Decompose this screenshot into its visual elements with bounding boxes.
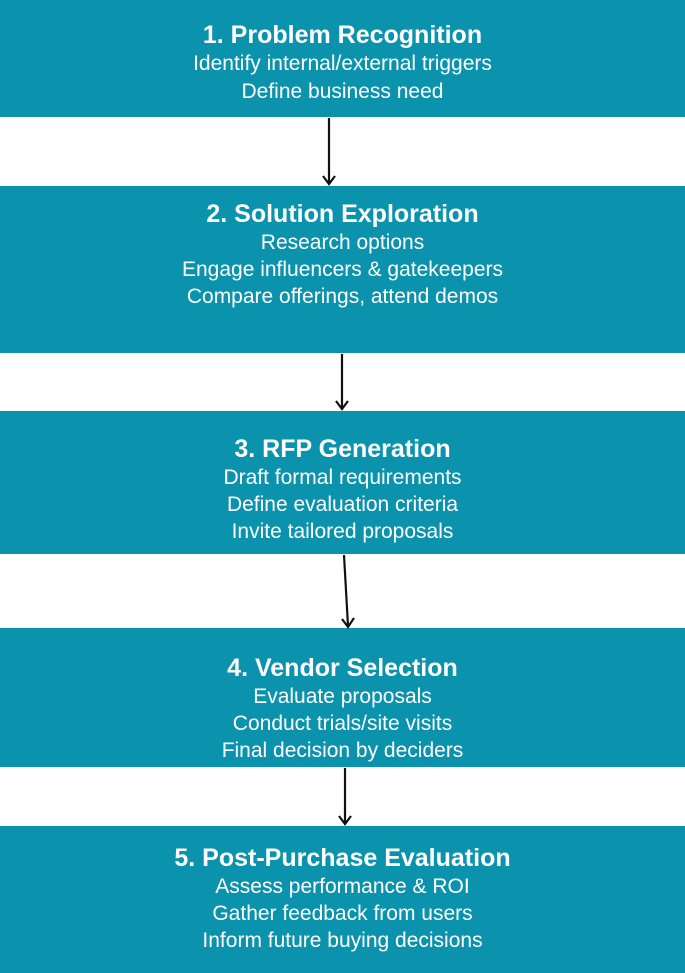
- step-box-rfp-generation: 3. RFP Generation Draft formal requireme…: [0, 411, 685, 554]
- step-title: 4. Vendor Selection: [227, 654, 458, 682]
- arrow-2-to-3: [335, 354, 349, 411]
- step-box-post-purchase-evaluation: 5. Post-Purchase Evaluation Assess perfo…: [0, 826, 685, 973]
- step-line: Invite tailored proposals: [231, 520, 454, 543]
- step-line: Inform future buying decisions: [202, 929, 483, 952]
- step-box-solution-exploration: 2. Solution Exploration Research options…: [0, 186, 685, 353]
- step-title: 5. Post-Purchase Evaluation: [174, 844, 511, 872]
- step-line: Engage influencers & gatekeepers: [181, 258, 504, 281]
- step-line: Compare offerings, attend demos: [186, 285, 499, 308]
- step-line: Conduct trials/site visits: [232, 712, 453, 735]
- step-title: 2. Solution Exploration: [206, 200, 479, 228]
- step-line: Research options: [260, 231, 425, 254]
- arrow-1-to-2: [322, 118, 336, 186]
- step-line: Define business need: [241, 80, 444, 103]
- arrow-3-to-4: [341, 554, 355, 629]
- step-line: Draft formal requirements: [223, 466, 462, 489]
- step-box-vendor-selection: 4. Vendor Selection Evaluate proposals C…: [0, 628, 685, 767]
- step-line: Final decision by deciders: [221, 739, 464, 762]
- step-line: Identify internal/external triggers: [193, 52, 492, 75]
- step-title: 3. RFP Generation: [234, 435, 451, 463]
- step-line: Define evaluation criteria: [226, 493, 459, 516]
- step-title: 1. Problem Recognition: [202, 21, 483, 49]
- step-line: Evaluate proposals: [253, 685, 432, 708]
- arrow-4-to-5: [338, 768, 352, 826]
- step-line: Gather feedback from users: [212, 902, 473, 925]
- step-line: Assess performance & ROI: [215, 875, 470, 898]
- step-box-problem-recognition: 1. Problem Recognition Identify internal…: [0, 0, 685, 117]
